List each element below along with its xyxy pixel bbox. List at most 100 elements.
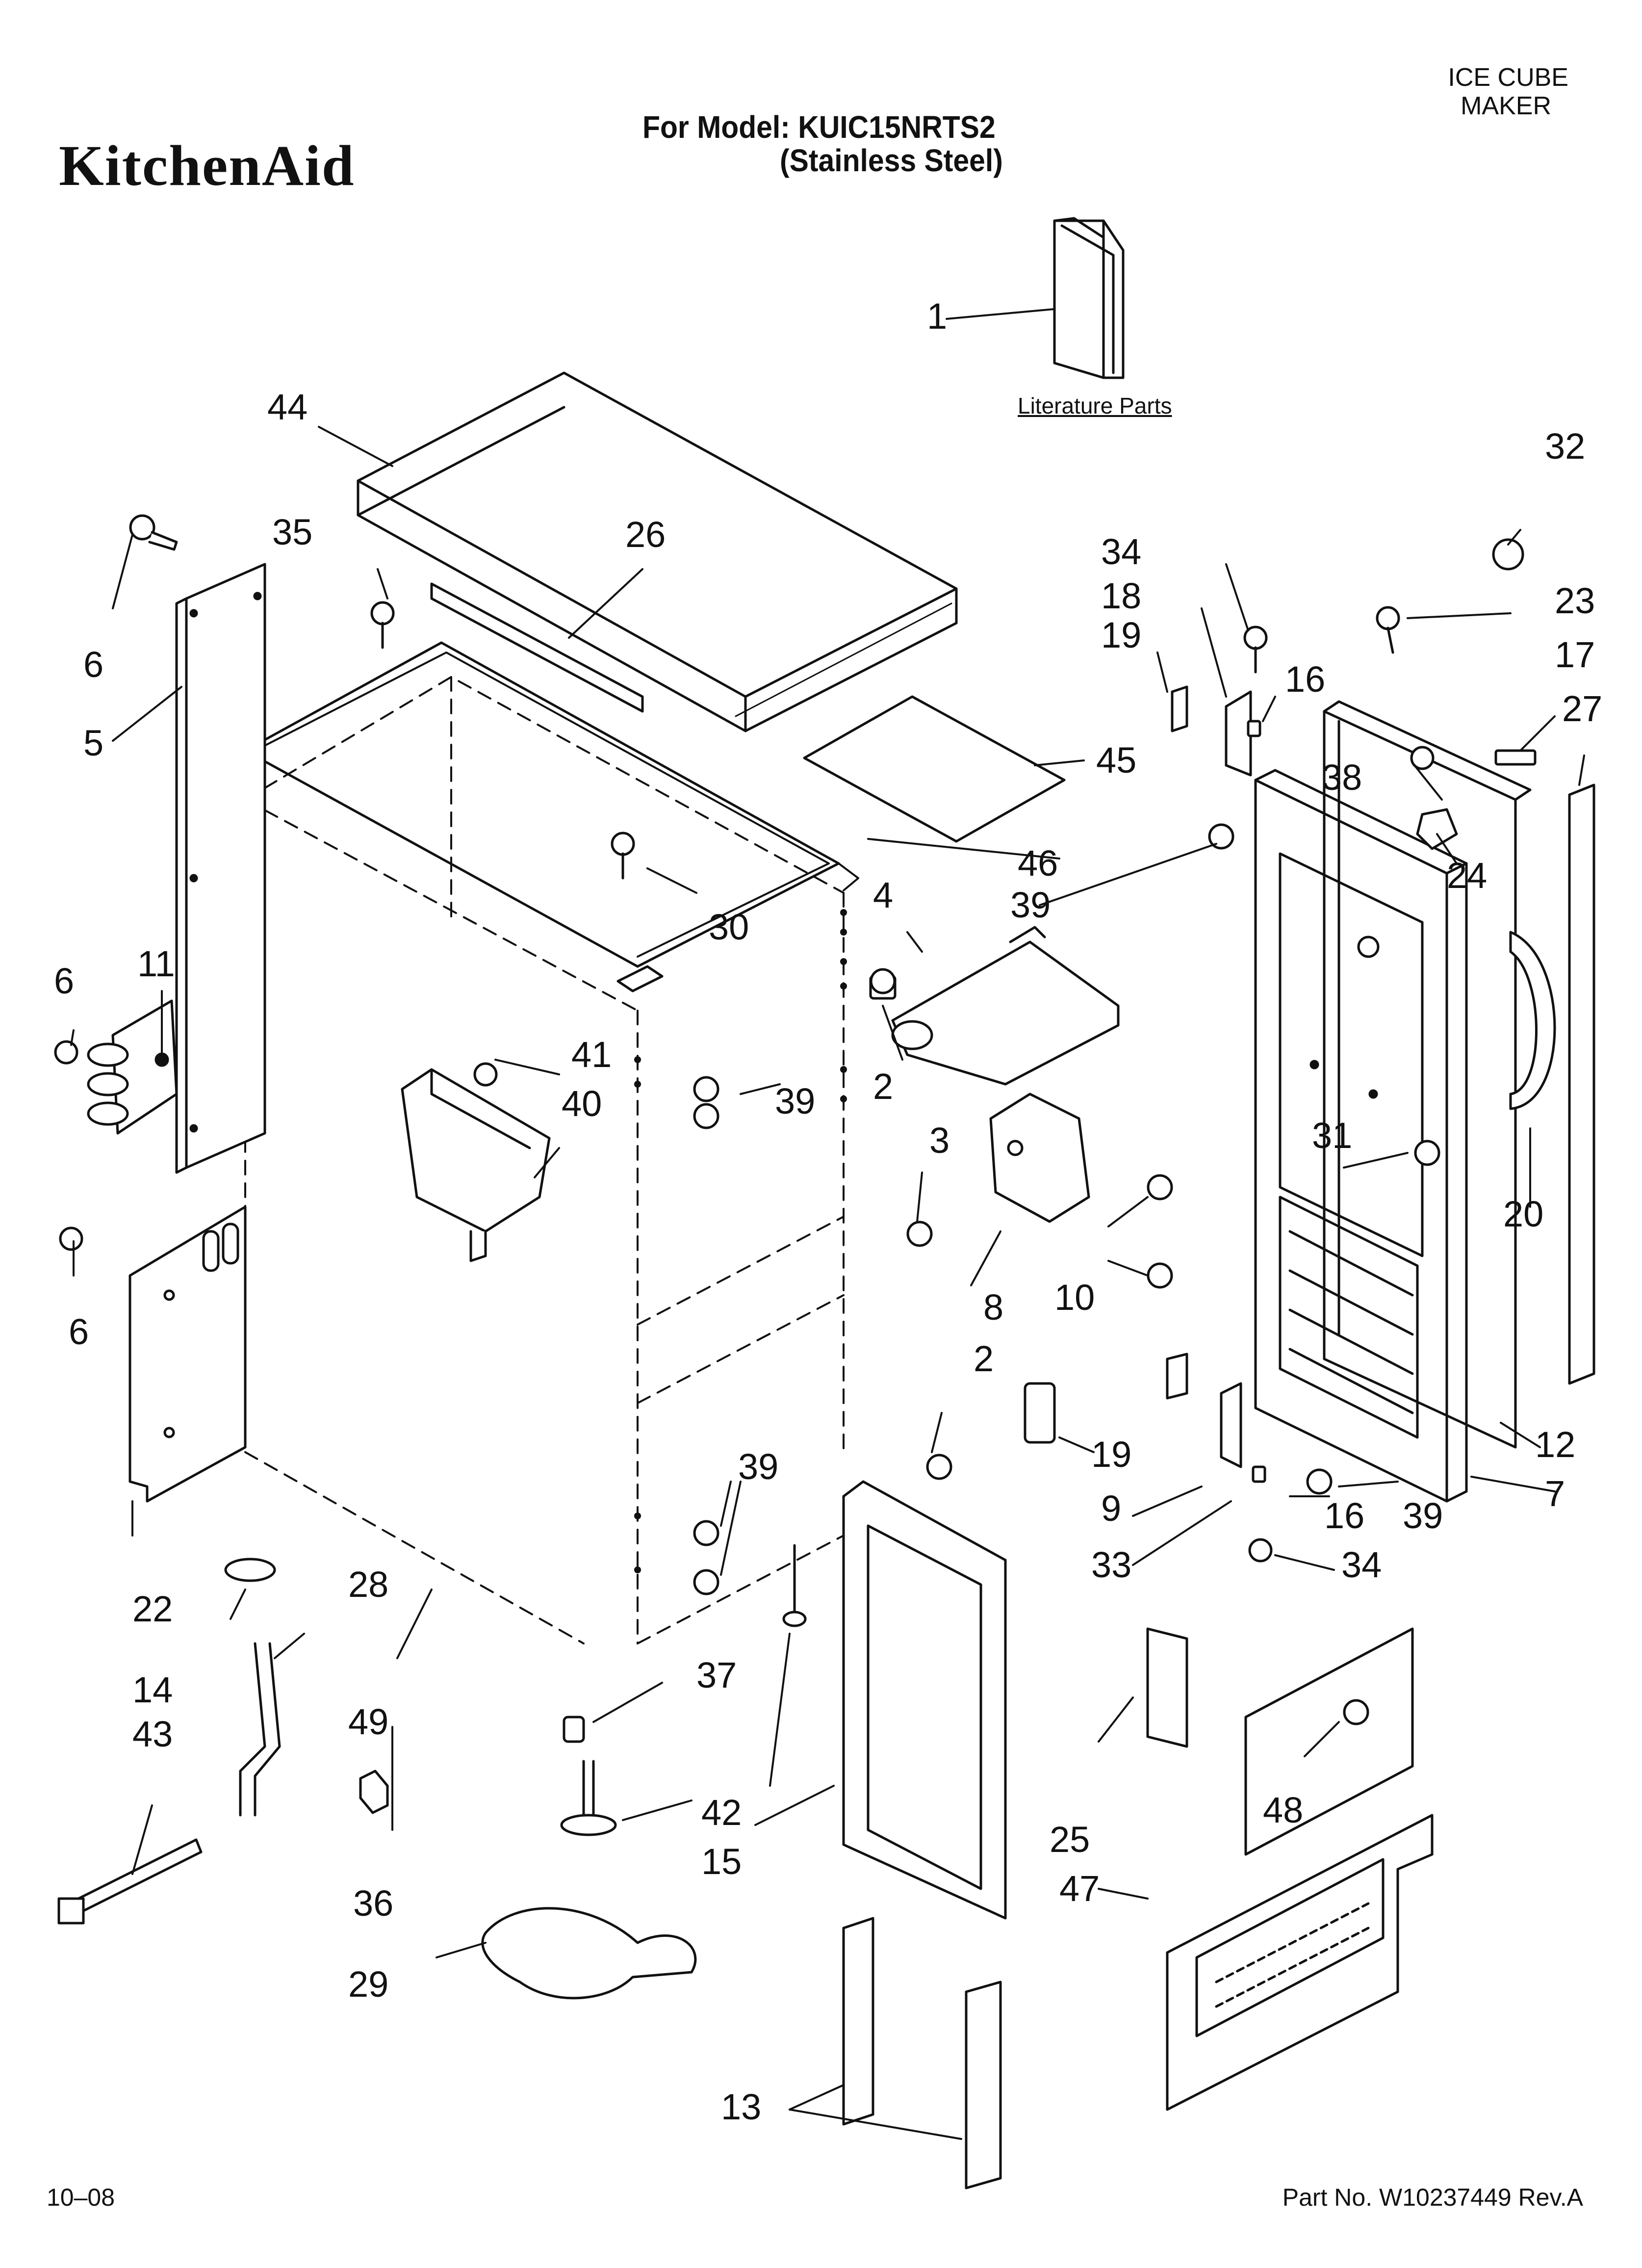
literature-booklet	[1053, 217, 1125, 379]
callout-31: 31	[1312, 1115, 1352, 1156]
callout-5: 5	[83, 723, 103, 763]
model-title: For Model: KUIC15NRTS2	[642, 109, 996, 145]
callout-44: 44	[267, 387, 308, 427]
door-gasket	[1568, 783, 1595, 1385]
callout-27: 27	[1562, 688, 1602, 729]
product-type-line1: ICE CUBE	[1448, 63, 1568, 92]
callout-34b: 34	[1341, 1544, 1382, 1585]
callout-1: 1	[927, 296, 947, 337]
callout-43: 43	[132, 1714, 173, 1754]
literature-parts-label: Literature Parts	[1018, 393, 1172, 418]
callout-36: 36	[353, 1883, 393, 1924]
callout-11: 11	[137, 943, 175, 984]
callout-42: 42	[701, 1792, 742, 1833]
callout-numbers: 1 2 2 3 4 5 6 6 6 7 8 9 10 11 12 13 14 1…	[54, 296, 1602, 2127]
lower-side-panel	[128, 1205, 247, 1503]
callout-41: 41	[571, 1034, 612, 1075]
callout-26: 26	[625, 514, 666, 555]
ice-deflector	[891, 926, 1120, 1086]
callout-24: 24	[1447, 855, 1487, 896]
callout-47: 47	[1059, 1868, 1100, 1909]
callout-6b: 6	[54, 961, 74, 1001]
gasket-strip	[616, 965, 664, 992]
front-grille	[1166, 1814, 1434, 2111]
trim-piece-left	[842, 1917, 874, 2126]
revision-date: 10–08	[47, 2184, 115, 2211]
screws	[54, 514, 1440, 1725]
callout-33: 33	[1091, 1544, 1131, 1585]
callout-12: 12	[1535, 1424, 1575, 1465]
product-type-line2: MAKER	[1461, 92, 1551, 120]
callout-20: 20	[1503, 1194, 1543, 1234]
door-frame	[842, 1480, 1007, 1920]
callout-7: 7	[1545, 1473, 1565, 1514]
callout-29: 29	[348, 1964, 388, 2005]
callout-9: 9	[1101, 1488, 1121, 1529]
hose-clamp	[224, 1558, 276, 1582]
cam	[1492, 538, 1524, 571]
callout-2: 2	[873, 1066, 893, 1107]
callout-38: 38	[1322, 757, 1362, 798]
cable-tie	[67, 1838, 203, 1917]
finish-subtitle: (Stainless Steel)	[780, 143, 1003, 178]
callout-18: 18	[1101, 575, 1141, 616]
callout-25: 25	[1050, 1819, 1090, 1860]
cable-tie-head	[57, 1897, 85, 1925]
callout-16: 16	[1285, 659, 1325, 700]
callout-4: 4	[873, 875, 893, 915]
callout-28: 28	[348, 1564, 388, 1605]
door-handle	[1509, 931, 1556, 1110]
trim-piece-right	[965, 1981, 1002, 2190]
cabinet-screw-holes	[634, 909, 847, 1573]
callout-16b: 16	[1324, 1495, 1364, 1536]
hinge-bracket	[87, 999, 178, 1135]
callout-32: 32	[1545, 426, 1585, 467]
callout-15: 15	[701, 1841, 742, 1882]
cabinet-frame	[244, 641, 859, 968]
leveling-foot	[560, 1814, 617, 1836]
callout-34: 34	[1101, 531, 1141, 572]
callout-37: 37	[696, 1655, 737, 1695]
callout-39b: 39	[775, 1081, 815, 1121]
callout-17: 17	[1555, 634, 1595, 675]
callout-48: 48	[1263, 1790, 1303, 1830]
callout-2b: 2	[974, 1338, 994, 1379]
leveling-leg	[582, 1760, 595, 1817]
callout-23: 23	[1555, 580, 1595, 621]
callout-13: 13	[721, 2086, 761, 2127]
callout-19b: 19	[1091, 1434, 1131, 1475]
callout-39c: 39	[738, 1446, 778, 1487]
callout-6: 6	[83, 644, 103, 685]
light-housing	[989, 1093, 1090, 1223]
callout-8: 8	[983, 1287, 1003, 1328]
ice-scoop	[481, 1907, 697, 2000]
callout-45: 45	[1096, 740, 1136, 781]
part-number: Part No. W10237449 Rev.A	[1282, 2184, 1583, 2211]
liner-panel	[803, 695, 1066, 843]
top-panel	[357, 371, 958, 732]
callout-14: 14	[132, 1669, 173, 1710]
callout-3: 3	[929, 1120, 949, 1161]
callout-39d: 39	[1403, 1495, 1443, 1536]
callout-10: 10	[1054, 1277, 1095, 1318]
water-funnel	[401, 1068, 551, 1262]
callout-40: 40	[562, 1083, 602, 1124]
foot-spacer	[563, 1716, 585, 1743]
leader-lines	[70, 308, 1585, 2140]
brand-logo: KitchenAid	[59, 133, 355, 198]
leg-cap	[782, 1611, 807, 1627]
side-panel	[175, 563, 266, 1174]
callout-35: 35	[272, 512, 312, 552]
callout-30: 30	[709, 907, 749, 947]
callout-19: 19	[1101, 615, 1141, 655]
callout-6c: 6	[69, 1311, 89, 1352]
rear-access-panel	[1244, 1627, 1414, 1856]
callout-46: 46	[1018, 843, 1058, 884]
callout-49: 49	[348, 1701, 388, 1742]
cabinet-door	[1254, 769, 1468, 1503]
clip	[359, 1770, 389, 1814]
callout-39: 39	[1010, 885, 1051, 925]
drain-hose	[239, 1642, 281, 1817]
callout-22: 22	[132, 1589, 173, 1629]
